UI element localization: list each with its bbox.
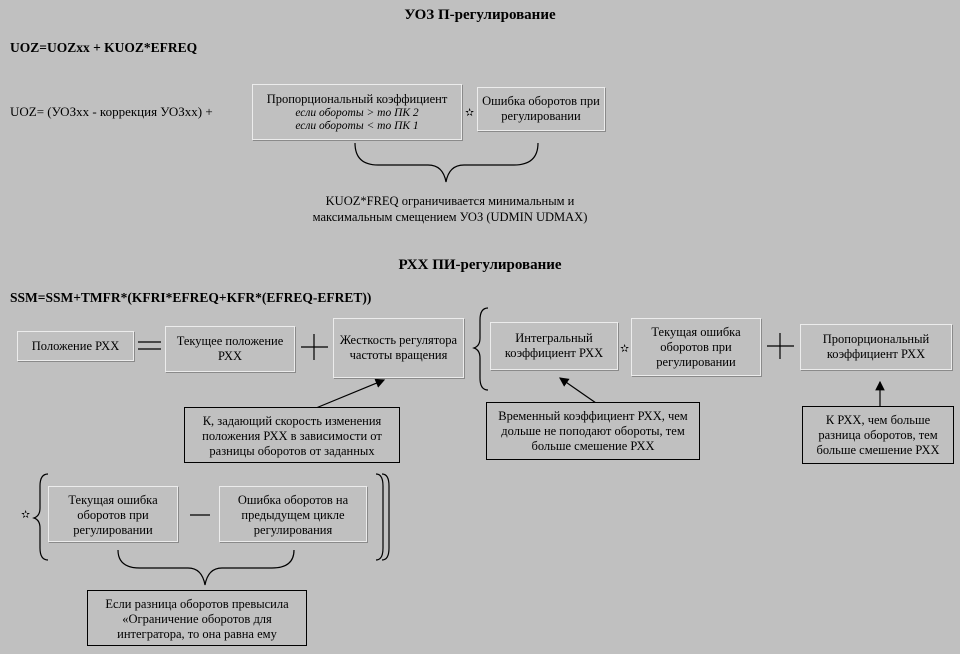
rxx-left-brace	[472, 307, 489, 391]
bottom-current-error-label: Текущая ошибка оборотов при регулировани…	[68, 493, 158, 537]
uoz-limit-note-line1: KUOZ*FREQ ограничивается минимальным и	[325, 194, 575, 208]
rxx-stiffness-label: Жесткость регулятора частоты вращения	[339, 333, 458, 362]
uoz-limit-note-line2: максимальным смещением УОЗ (UDMIN UDMAX)	[312, 210, 588, 224]
rxx-current-error-box: Текущая ошибка оборотов при регулировани…	[631, 318, 761, 376]
bottom-limit-note-box: Если разница оборотов превысила «Огранич…	[87, 590, 307, 646]
uoz-title: УОЗ П-регулирование	[404, 7, 556, 23]
uoz-curly-brace	[354, 142, 539, 183]
bottom-right-bracket-1	[375, 473, 384, 561]
rxx-current-position-box: Текущее положение РХХ	[165, 326, 295, 372]
bottom-right-bracket-2	[381, 473, 390, 561]
rxx-k-note-label: К, задающий скорость изменения положения…	[202, 414, 382, 458]
rxx-title: РХХ ПИ-регулирование	[398, 257, 562, 273]
rxx-k-note-box: К, задающий скорость изменения положения…	[184, 407, 400, 463]
arrow-to-integral	[559, 377, 597, 404]
bottom-current-error-box: Текущая ошибка оборотов при регулировани…	[48, 486, 178, 542]
uoz-prop-coef-box: Пропорциональный коэффициент если оборот…	[252, 84, 462, 140]
rxx-multiply-star-icon: ✫	[620, 342, 630, 355]
bottom-left-brace	[32, 473, 49, 561]
bottom-multiply-star-icon: ✫	[21, 508, 31, 521]
uoz-prop-coef-line2: если обороты < то ПК 1	[295, 119, 419, 132]
rxx-position-label: Положение РХХ	[31, 338, 120, 353]
arrow-to-stiffness	[315, 378, 386, 409]
bottom-curly-brace	[117, 549, 295, 586]
rxx-kp-note-box: К РХХ, чем больше разница оборотов, тем …	[802, 406, 954, 464]
uoz-rpm-error-label: Ошибка оборотов при регулировании	[482, 94, 600, 123]
rxx-time-note-label: Временный коэффициент РХХ, чем дольше не…	[498, 408, 688, 453]
rxx-stiffness-box: Жесткость регулятора частоты вращения	[333, 318, 464, 378]
rxx-formula: SSM=SSM+TMFR*(KFRI*EFREQ+KFR*(EFREQ-EFRE…	[10, 290, 372, 305]
uoz-limit-note: KUOZ*FREQ ограничивается минимальным и м…	[270, 193, 630, 225]
rxx-current-error-label: Текущая ошибка оборотов при регулировани…	[651, 325, 741, 369]
rxx-integral-coef-box: Интегральный коэффициент РХХ	[490, 322, 618, 370]
rxx-time-note-box: Временный коэффициент РХХ, чем дольше не…	[486, 402, 700, 460]
rxx-prop-coef-label: Пропорциональный коэффициент РХХ	[822, 332, 930, 361]
rxx-current-position-label: Текущее положение РХХ	[176, 334, 284, 363]
bottom-prev-error-label: Ошибка оборотов на предыдущем цикле регу…	[237, 493, 349, 537]
uoz-prop-coef-title: Пропорциональный коэффициент	[266, 91, 448, 106]
uoz-expression-prefix: UOZ= (УОЗхх - коррекция УОЗхх) +	[10, 104, 213, 119]
bottom-prev-error-box: Ошибка оборотов на предыдущем цикле регу…	[219, 486, 367, 542]
rxx-kp-note-label: К РХХ, чем больше разница оборотов, тем …	[816, 412, 940, 457]
uoz-formula: UOZ=UOZxx + KUOZ*EFREQ	[10, 40, 198, 55]
rxx-integral-coef-label: Интегральный коэффициент РХХ	[504, 331, 604, 360]
rxx-position-box: Положение РХХ	[17, 331, 134, 361]
uoz-prop-coef-line1: если обороты > то ПК 2	[295, 106, 419, 119]
bottom-limit-note-label: Если разница оборотов превысила «Огранич…	[105, 597, 289, 641]
rxx-prop-coef-box: Пропорциональный коэффициент РХХ	[800, 324, 952, 370]
uoz-rpm-error-box: Ошибка оборотов при регулировании	[477, 87, 605, 131]
uoz-multiply-star-icon: ✫	[465, 106, 475, 119]
